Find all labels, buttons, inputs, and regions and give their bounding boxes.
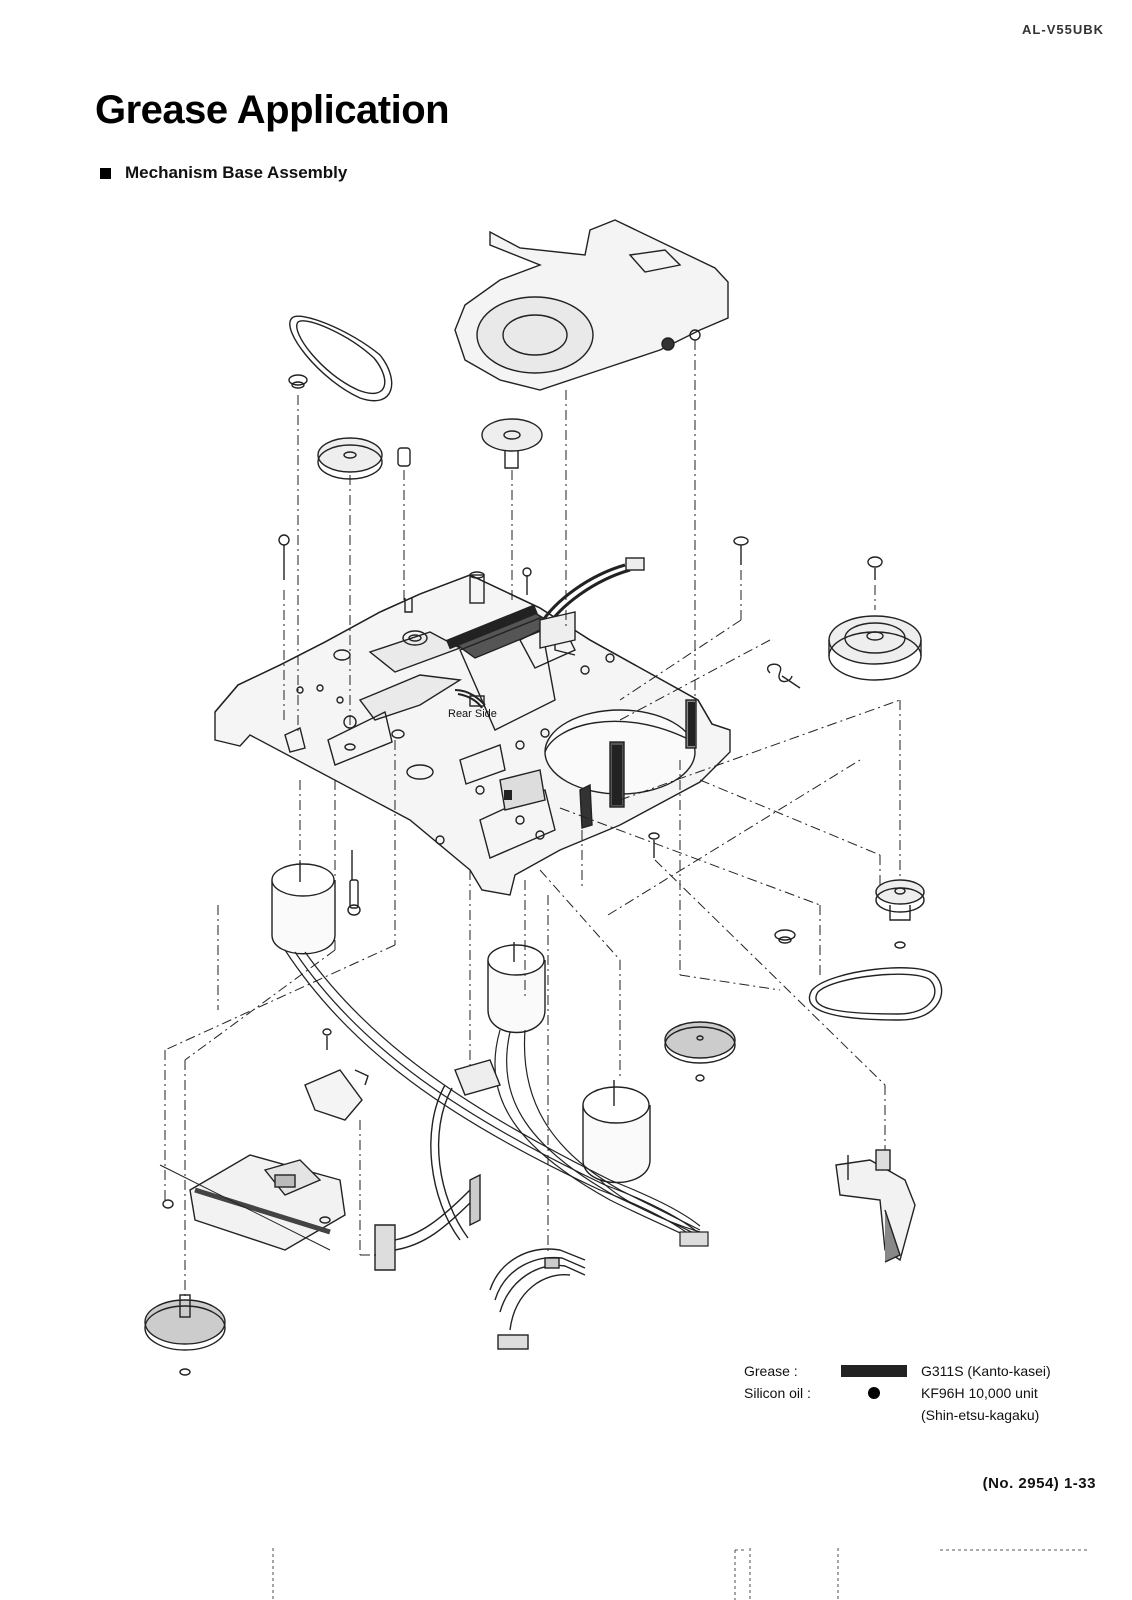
flywheel-disc-left-part <box>144 1294 226 1376</box>
switch-assembly-part <box>835 1149 916 1263</box>
belt-top-left-part <box>289 315 393 402</box>
head-assembly-part <box>159 1069 369 1251</box>
pulley-right-part <box>774 879 925 949</box>
oil-value-line2: (Shin-etsu-kagaku) <box>921 1407 1040 1423</box>
cassette-holder-part <box>454 219 729 391</box>
flywheel-disc-part <box>664 1021 736 1082</box>
lower-cable-harness <box>374 1059 586 1350</box>
legend-row-grease: Grease : G311S (Kanto-kasei) <box>744 1360 1051 1382</box>
belt-right-part <box>808 967 943 1021</box>
grease-marks <box>446 604 695 805</box>
screws <box>278 534 883 1050</box>
motor-lower-part <box>582 1080 651 1184</box>
legend-row-oil: Silicon oil : KF96H 10,000 unit <box>744 1382 1051 1404</box>
section-heading-label: Mechanism Base Assembly <box>125 163 348 182</box>
oil-dot-icon <box>839 1386 909 1400</box>
footer-crop-marks <box>272 1548 1090 1600</box>
page-number: (No. 2954) 1-33 <box>982 1475 1096 1492</box>
legend: Grease : G311S (Kanto-kasei) Silicon oil… <box>744 1360 1051 1426</box>
oil-label: Silicon oil : <box>744 1385 811 1401</box>
reel-gear-right-part <box>767 615 922 689</box>
square-bullet-icon <box>100 167 111 179</box>
mechanism-base-plate <box>214 571 731 896</box>
misc-small-parts <box>344 729 405 916</box>
rear-side-callout: Rear Side <box>448 708 497 720</box>
section-heading: Mechanism Base Assembly <box>100 163 347 183</box>
grease-value: G311S (Kanto-kasei) <box>921 1363 1051 1379</box>
motor-center-part <box>487 942 546 1034</box>
grease-swatch-icon <box>839 1364 909 1378</box>
page-title: Grease Application <box>95 88 450 132</box>
small-parts-top <box>288 374 543 480</box>
motor-wire-harnesses <box>284 949 709 1247</box>
top-connector-harness <box>454 557 645 709</box>
oil-value-line1: KF96H 10,000 unit <box>921 1385 1038 1401</box>
header-model-code: AL-V55UBK <box>1022 22 1104 37</box>
grease-label: Grease : <box>744 1363 798 1379</box>
assembly-guide-lines <box>164 340 901 1300</box>
motor-left-part <box>271 862 336 955</box>
